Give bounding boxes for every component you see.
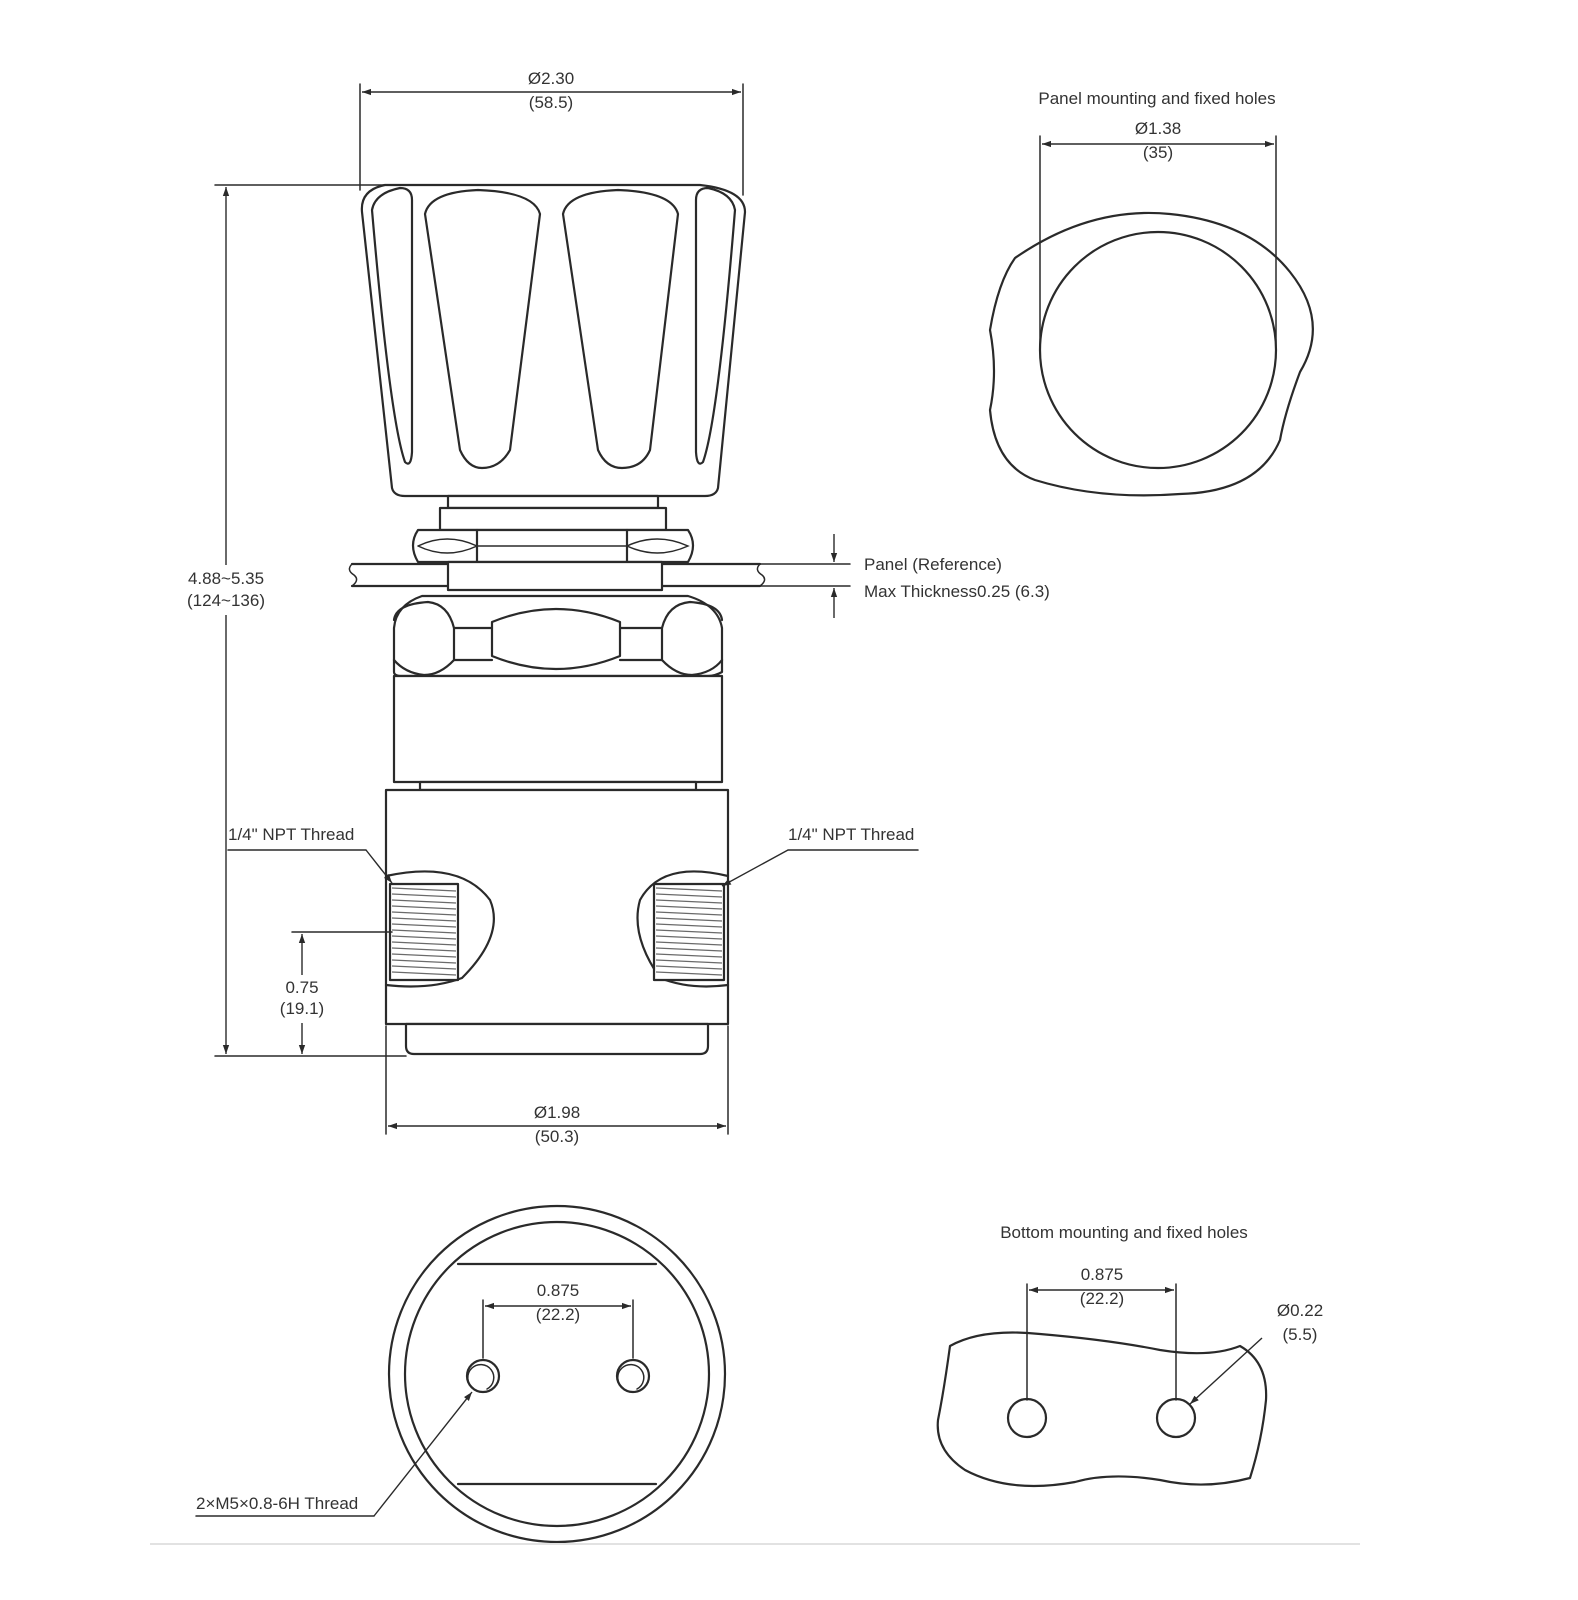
thread-line [655,971,723,976]
body-diameter-dimension: Ø1.98 (50.3) [385,1025,729,1146]
port-height-dimension: 0.75 (19.1) [270,931,393,1054]
bottom-detail-hole-imperial: Ø0.22 [1277,1301,1323,1320]
thread-line [391,923,457,928]
panel-hole-diameter-metric: (35) [1143,143,1173,162]
body-diameter-metric: (50.3) [535,1127,579,1146]
thread-line [391,959,457,964]
thread-line [655,905,723,910]
overall-height-imperial: 4.88~5.35 [188,569,264,588]
thread-line [391,899,457,904]
bottom-hole-spacing-dimension: 0.875 (22.2) [482,1281,634,1359]
panel-mounting-detail: Panel mounting and fixed holes Ø1.38 (35… [988,89,1314,497]
thread-line [391,911,457,916]
bonnet-collar [418,780,698,792]
thread-line [391,953,457,958]
panel-reference: Panel (Reference) Max Thickness0.25 (6.3… [348,534,1050,618]
thread-line [655,917,723,922]
thread-line [391,941,457,946]
knob-diameter-imperial: Ø2.30 [528,69,574,88]
bottom-detail-hole-metric: (5.5) [1283,1325,1318,1344]
knob-diameter-metric: (58.5) [529,93,573,112]
overall-height-dimension: 4.88~5.35 (124~136) [176,184,407,1057]
thread-line [391,905,457,910]
knob-diameter-dimension: Ø2.30 (58.5) [359,69,744,196]
panel-reference-label: Panel (Reference) [864,555,1002,574]
bottom-thread-callout: 2×M5×0.8-6H Thread [195,1391,473,1517]
thread-line [655,887,723,892]
thread-line [655,935,723,940]
bottom-mounting-detail: Bottom mounting and fixed holes 0.875 (2… [936,1223,1323,1488]
bonnet-hex [392,594,724,678]
bottom-detail-spacing-metric: (22.2) [1080,1289,1124,1308]
thread-line [391,971,457,976]
left-port-label: 1/4" NPT Thread [228,825,354,844]
thread-line [655,941,723,946]
overall-height-metric: (124~136) [187,591,265,610]
bottom-detail-hole-callout: Ø0.22 (5.5) [1189,1301,1323,1405]
knob [360,183,747,498]
panel-hole-diameter-dimension: Ø1.38 (35) [1039,119,1277,351]
thread-line [655,953,723,958]
thread-line [655,965,723,970]
thread-line [655,911,723,916]
panel-thickness-label: Max Thickness0.25 (6.3) [864,582,1050,601]
front-view: Ø2.30 (58.5) [176,69,1050,1146]
right-port-callout: 1/4" NPT Thread [721,825,919,887]
thread-line [655,923,723,928]
thread-line [655,959,723,964]
bonnet-body [392,674,724,784]
bottom-view: 0.875 (22.2) 2×M5×0.8-6H Thread [195,1204,727,1544]
panel-nut [411,494,695,564]
thread-line [391,929,457,934]
left-port-callout: 1/4" NPT Thread [227,825,393,884]
thread-line [391,893,457,898]
bottom-spacing-imperial: 0.875 [537,1281,580,1300]
thread-line [655,947,723,952]
bottom-thread-label: 2×M5×0.8-6H Thread [196,1494,358,1513]
body-diameter-imperial: Ø1.98 [534,1103,580,1122]
bottom-detail-spacing-dimension: 0.875 (22.2) [1026,1265,1177,1401]
thread-line [391,947,457,952]
bottom-spacing-metric: (22.2) [536,1305,580,1324]
panel-hole-diameter-imperial: Ø1.38 [1135,119,1181,138]
panel-detail-title: Panel mounting and fixed holes [1038,89,1275,108]
right-npt-port [636,870,730,988]
port-height-metric: (19.1) [280,999,324,1018]
thread-line [391,887,457,892]
thread-line [391,917,457,922]
bottom-detail-title: Bottom mounting and fixed holes [1000,1223,1248,1242]
thread-line [391,935,457,940]
thread-line [655,893,723,898]
thread-line [655,899,723,904]
thread-line [391,965,457,970]
thread-line [655,929,723,934]
port-height-imperial: 0.75 [285,978,318,997]
bottom-detail-spacing-imperial: 0.875 [1081,1265,1124,1284]
right-port-label: 1/4" NPT Thread [788,825,914,844]
